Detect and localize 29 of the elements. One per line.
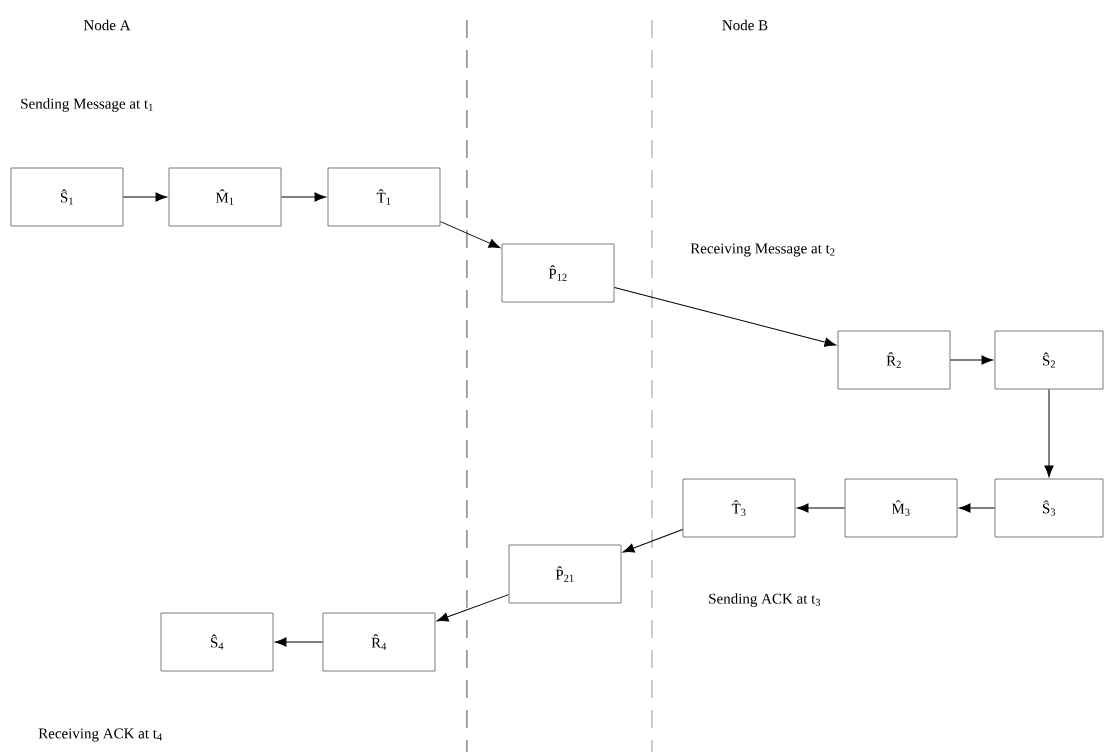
section-label: Receiving Message at t$_{2}$ [690,243,835,257]
arrow [280,192,327,202]
process-box: Ŝ$_{1}$ [10,167,124,227]
process-box: T̂$_{3}$ [682,478,796,538]
arrow [959,503,996,513]
section-label: Sending ACK at t$_{3}$ [709,593,821,607]
process-box: T̂$_{1}$ [327,167,441,227]
arrow [949,355,994,365]
arrow [436,594,510,622]
arrow [439,221,501,249]
arrow [622,528,684,553]
arrow [1044,388,1054,478]
process-box: Ŝ$_{2}$ [994,330,1104,390]
process-box: P̂$_{21}$ [508,544,622,604]
process-box: M̂$_{3}$ [844,478,958,538]
process-box: R̂$_{2}$ [837,330,951,390]
process-box: Ŝ$_{4}$ [160,612,274,672]
section-label: Node A [83,19,131,31]
section-label: Receiving ACK at t$_{4}$ [38,728,162,742]
arrow [122,192,168,202]
process-box: R̂$_{4}$ [322,612,436,672]
arrow [796,503,846,513]
process-box: Ŝ$_{3}$ [994,478,1104,538]
process-box: P̂$_{12}$ [501,243,615,303]
process-box: M̂$_{1}$ [168,167,282,227]
arrow [613,287,837,347]
section-label: Sending Message at t$_{1}$ [21,98,153,112]
section-label: Node B [722,19,768,31]
arrow [274,637,324,647]
